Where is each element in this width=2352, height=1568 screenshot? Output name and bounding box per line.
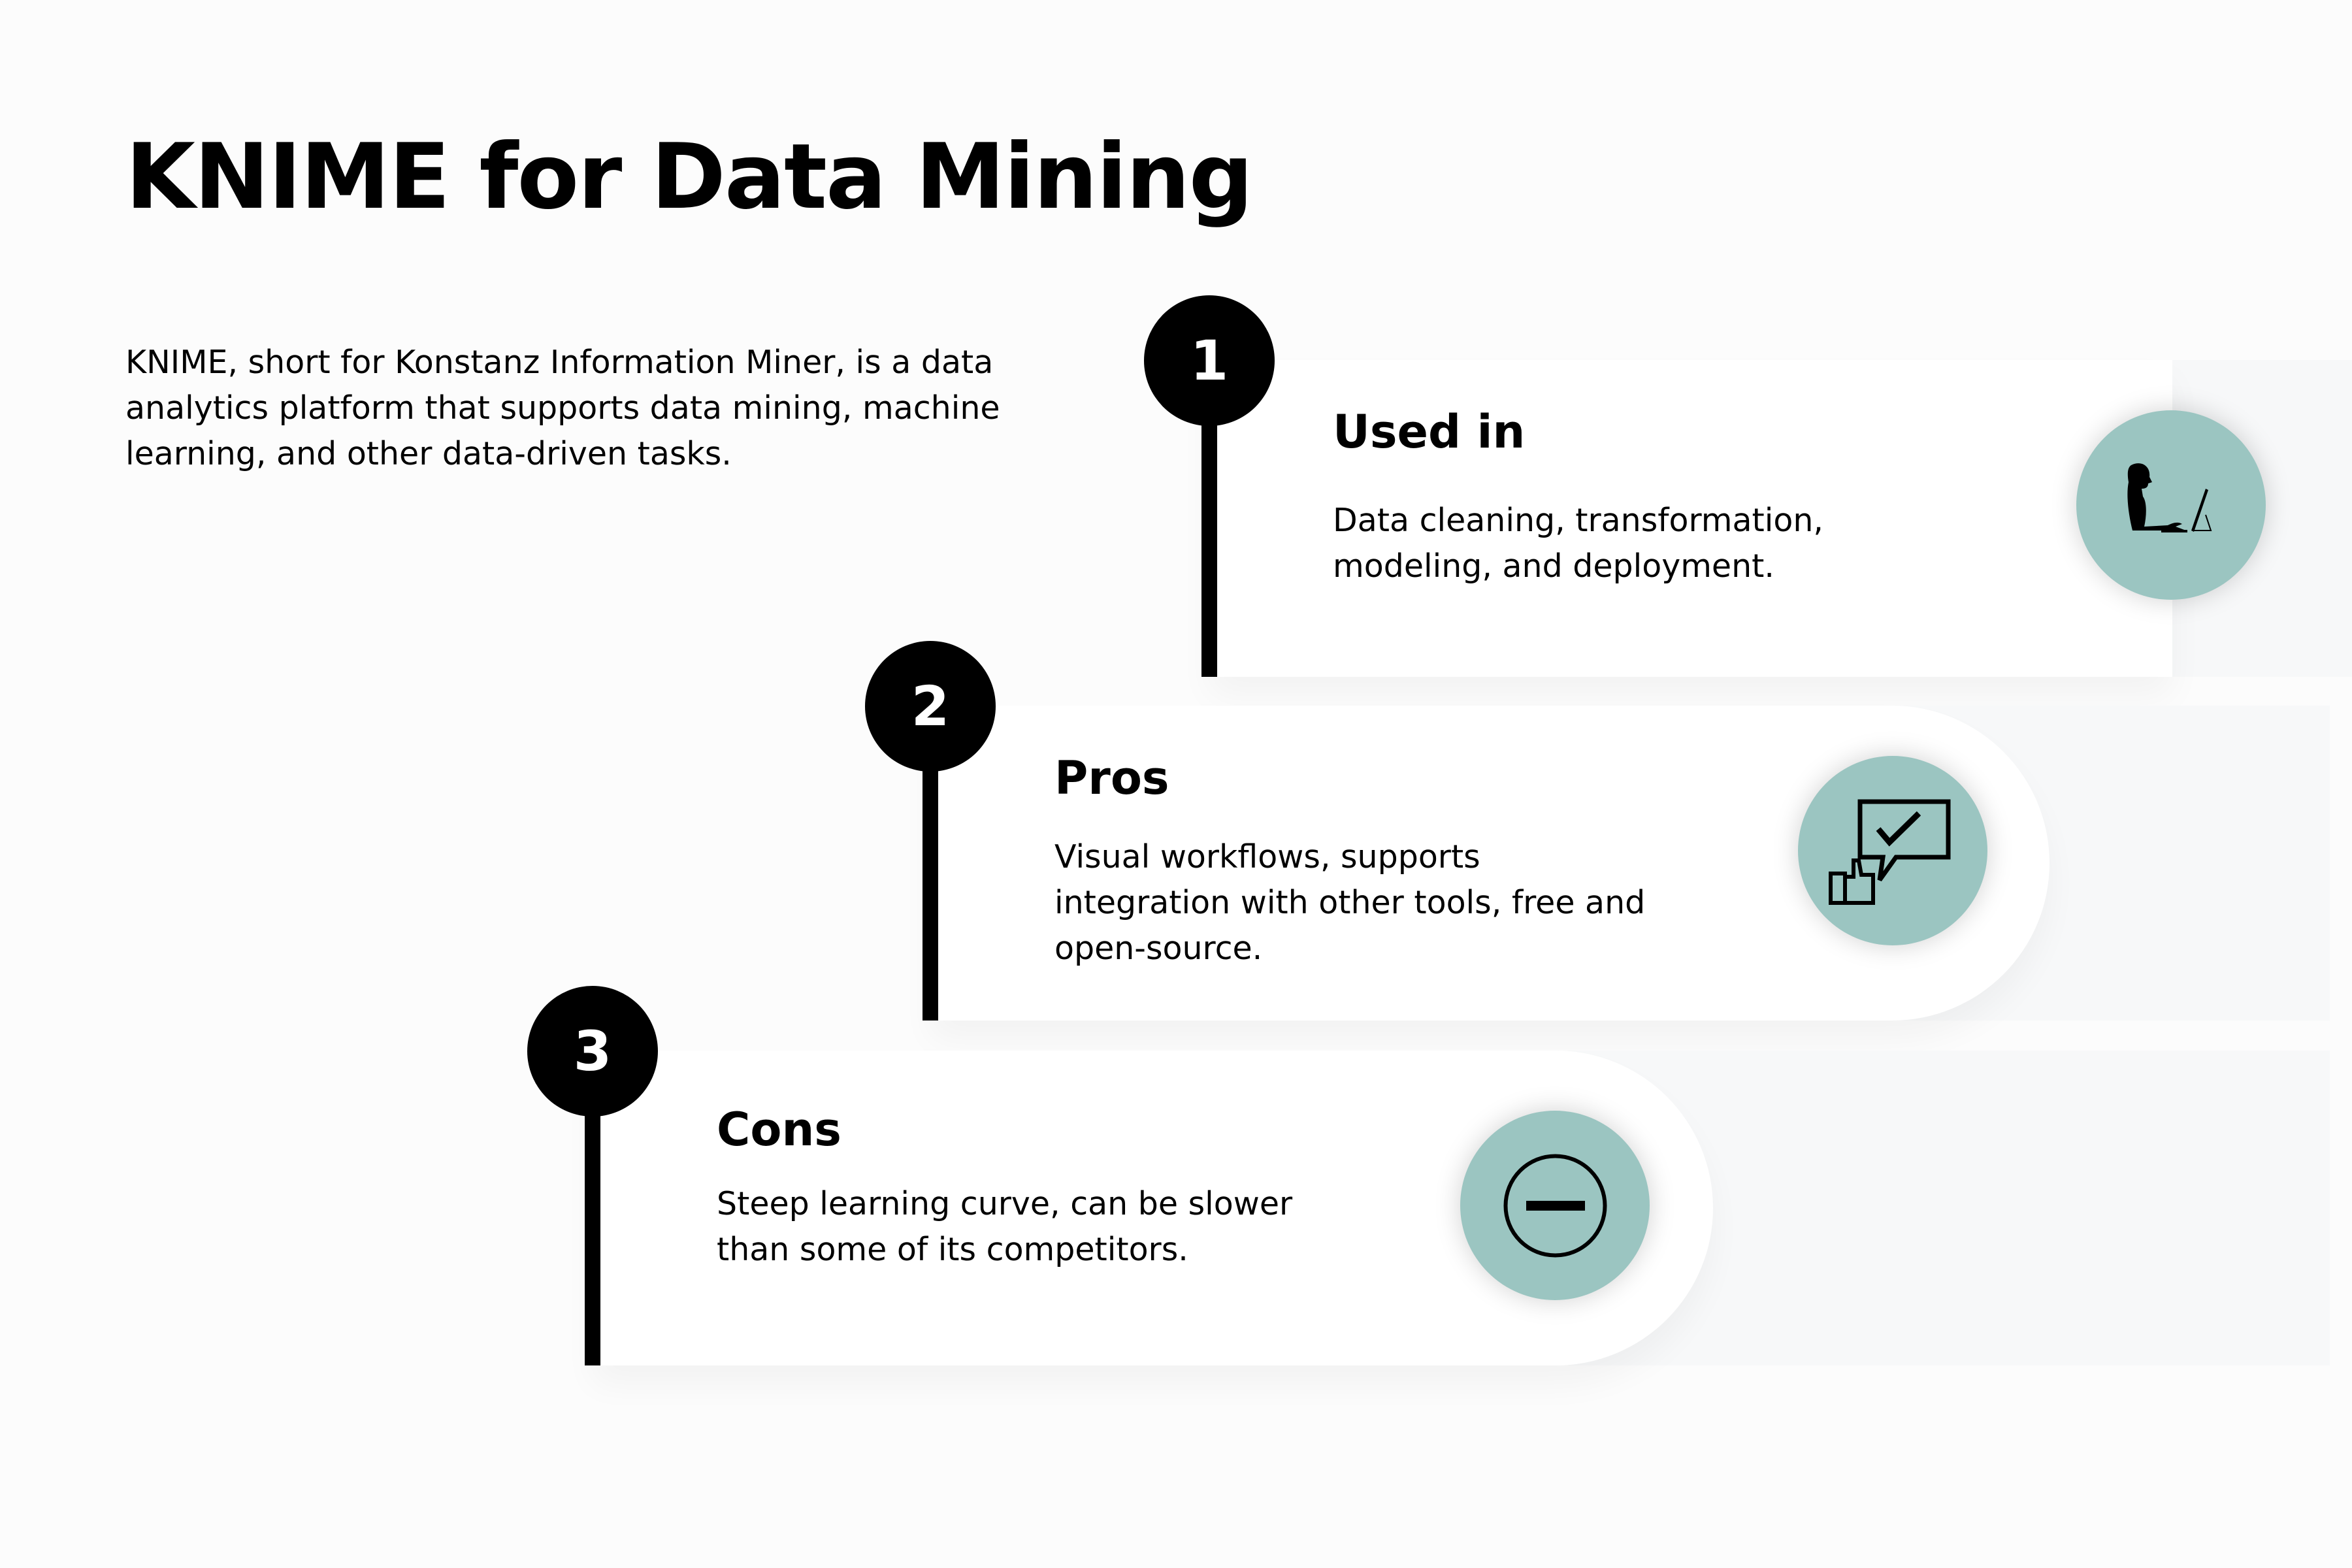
step-2-badge: 2 xyxy=(865,641,996,772)
step-2-title: Pros xyxy=(1054,751,1169,805)
step-1-stem xyxy=(1201,392,1217,677)
step-1-title: Used in xyxy=(1333,405,1526,459)
step-2-icon-circle xyxy=(1798,756,1987,945)
step-3-icon-circle xyxy=(1460,1111,1650,1300)
step-3-badge: 3 xyxy=(527,986,658,1117)
step-2-text: Visual workflows, supports integration w… xyxy=(1054,838,1646,967)
step-1-card xyxy=(1209,360,2172,677)
person-at-computer-icon xyxy=(2127,463,2212,532)
step-3-text: Steep learning curve, can be slower than… xyxy=(717,1185,1293,1268)
step-2-stem xyxy=(923,738,938,1021)
thumbs-up-checkmark-icon xyxy=(1829,799,1951,905)
step-1-icon-circle xyxy=(2076,410,2266,600)
page-title: KNIME for Data Mining xyxy=(125,124,1253,229)
step-1-text: Data cleaning, transformation, modeling,… xyxy=(1333,502,1823,585)
step-3-stem xyxy=(585,1085,600,1365)
step-3-title: Cons xyxy=(717,1103,841,1156)
step-1-badge: 1 xyxy=(1144,295,1275,426)
minus-circle-icon xyxy=(1503,1154,1607,1257)
intro-paragraph: KNIME, short for Konstanz Information Mi… xyxy=(125,344,1000,472)
